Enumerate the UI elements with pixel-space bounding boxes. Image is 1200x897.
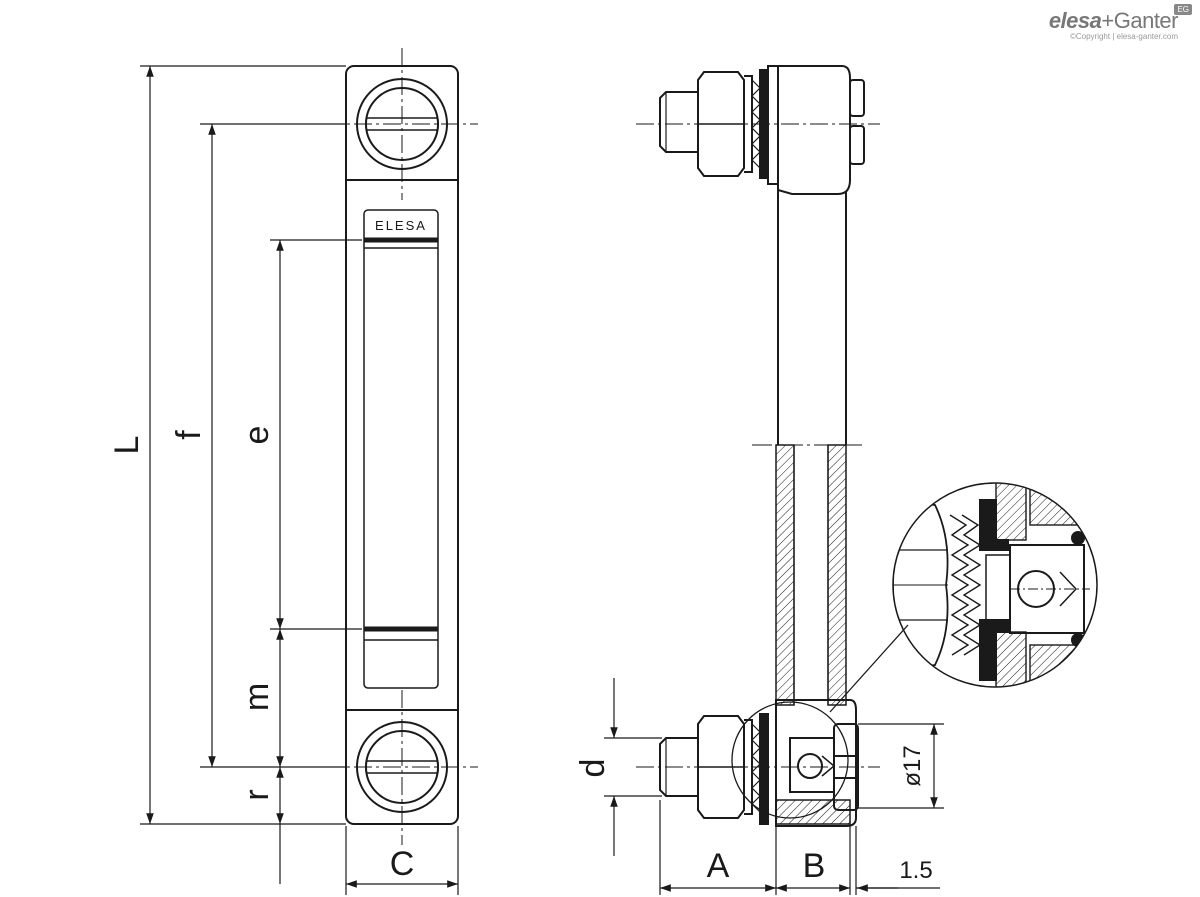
detail-marker-circle — [731, 701, 849, 819]
tube-wall-left — [775, 444, 795, 706]
side-dimensions — [604, 678, 944, 895]
detail-view — [892, 482, 1098, 688]
dim-L: L — [108, 436, 146, 455]
side-top-block — [777, 65, 851, 195]
dim-B: B — [803, 847, 826, 885]
dim-thickness: 1.5 — [899, 857, 932, 884]
front-view — [325, 48, 478, 845]
brand-name-part1: elesa — [1048, 8, 1102, 33]
dim-A: A — [707, 847, 730, 885]
dim-e: e — [238, 426, 276, 445]
brand-name-sep: + — [1101, 8, 1114, 33]
side-bottom-block — [775, 699, 857, 827]
bottom-bolt-icon — [659, 713, 769, 825]
side-view — [636, 65, 909, 827]
brand-name: elesa+Ganter — [1048, 8, 1179, 34]
dim-m: m — [238, 683, 276, 711]
dim-f: f — [170, 430, 208, 440]
dim-C: C — [390, 845, 415, 883]
dim-diameter: ø17 — [899, 745, 926, 786]
top-bolt-icon — [659, 65, 779, 185]
front-dimensions — [140, 65, 459, 895]
brand-badge: EG — [1174, 4, 1192, 15]
sight-window — [363, 209, 439, 689]
brand-logo: elesa+Ganter ©Copyright | elesa-ganter.c… — [1048, 4, 1192, 41]
dim-d: d — [574, 759, 612, 778]
tube-wall-right — [827, 444, 847, 706]
product-label: ELESA — [375, 218, 427, 233]
brand-name-part2: Ganter — [1113, 8, 1179, 33]
brand-copyright: ©Copyright | elesa-ganter.com — [1069, 32, 1178, 41]
dim-r: r — [238, 789, 276, 800]
